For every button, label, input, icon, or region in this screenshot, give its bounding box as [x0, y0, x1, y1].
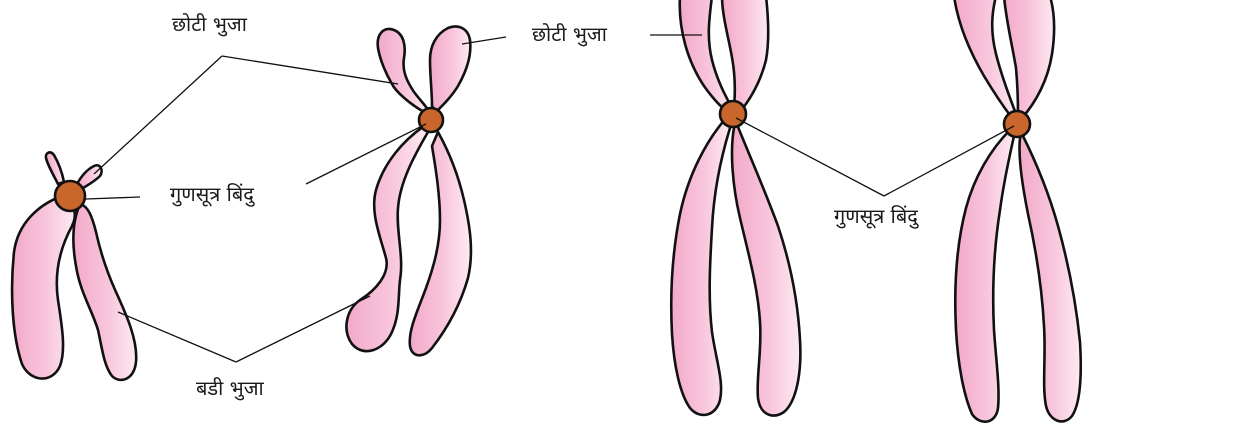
label-long-arm: बडी भुजा	[196, 378, 264, 398]
chromosome-c-lower-arm-left	[671, 116, 730, 415]
pointer-centromere-a	[86, 197, 140, 199]
chromosome-a	[12, 152, 136, 379]
chromosome-c	[671, 0, 800, 416]
pointer-short-arm-a	[94, 56, 222, 174]
label-short-arm-left: छोटी भुजा	[172, 14, 247, 34]
chromosome-d	[954, 0, 1081, 422]
label-centromere-left: गुणसूत्र बिंदु	[170, 184, 254, 204]
chromosome-a-long-arm-right	[73, 204, 136, 380]
chromosome-d-centromere	[1004, 111, 1030, 137]
chromosome-b-short-arm-right	[430, 27, 470, 113]
chromosome-c-upper-arm-right	[722, 0, 768, 112]
chromosome-c-centromere	[720, 101, 746, 127]
chromosome-a-centromere	[55, 181, 85, 211]
chromosome-d-lower-arm-left	[955, 130, 1014, 422]
chromosome-b-long-arm-right	[410, 132, 471, 355]
chromosome-b	[346, 27, 471, 356]
chromosome-d-lower-arm-right	[1019, 134, 1080, 421]
chromosome-a-long-arm-left	[12, 196, 75, 379]
chromosome-a-short-arm-left	[46, 152, 64, 184]
chromosome-b-centromere	[419, 108, 443, 132]
chromosome-c-lower-arm-right	[732, 122, 800, 416]
label-short-arm-right: छोटी भुजा	[532, 24, 607, 44]
chromosome-b-short-arm-left	[378, 29, 428, 112]
pointer-short-arm-b	[222, 56, 398, 84]
label-centromere-right: गुणसूत्र बिंदु	[834, 206, 918, 226]
